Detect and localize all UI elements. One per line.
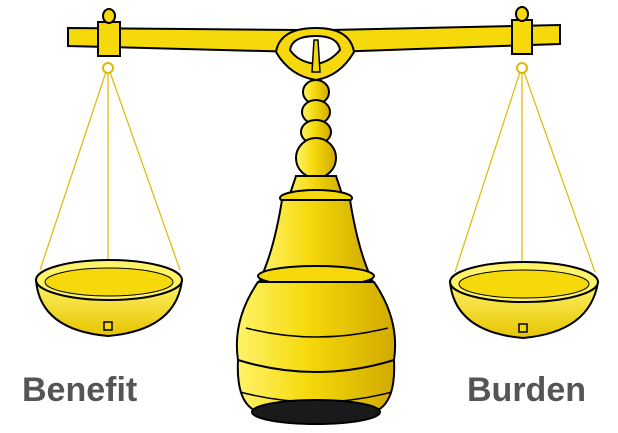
benefit-label: Benefit xyxy=(22,370,137,410)
burden-label: Burden xyxy=(467,370,586,410)
left-pan xyxy=(36,260,182,336)
left-pan-strings xyxy=(40,63,180,282)
right-pan-strings xyxy=(455,63,595,285)
right-pan xyxy=(450,262,598,338)
beam xyxy=(68,7,560,80)
column xyxy=(237,80,395,424)
